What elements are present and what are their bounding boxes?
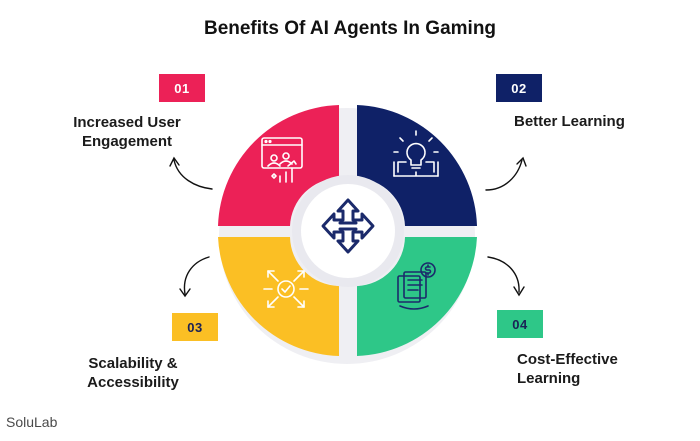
label-line: Learning [517,370,581,387]
arrow-04 [487,256,520,293]
badge-02: 02 [496,74,542,102]
four-way-arrows-icon [321,198,375,254]
arrow-04-head [513,286,525,297]
badge-01: 01 [159,74,205,102]
arrow-02-head [516,156,527,167]
label-scalability-accessibility: Scalability & Accessibility [68,354,198,392]
label-cost-effective-learning: Cost-Effective Learning [517,350,618,388]
badge-04: 04 [497,310,543,338]
page-title: Benefits Of AI Agents In Gaming [203,18,497,39]
label-line: Increased User [73,114,181,131]
arrow-03 [183,256,210,295]
label-better-learning: Better Learning [514,112,625,131]
lightbulb-book-icon [393,130,439,177]
cost-book-dollar-icon [397,262,436,310]
label-line: Better Learning [514,113,625,130]
arrow-01 [173,159,213,190]
label-line: Accessibility [87,374,179,391]
arrow-03-head [179,288,191,298]
arrow-01-head [169,156,180,167]
brand-logo-text: SoluLab [6,414,58,430]
label-line: Engagement [81,133,172,150]
label-line: Scalability & [88,355,178,372]
badge-03: 03 [172,313,218,341]
label-line: Cost-Effective [517,351,618,368]
user-engagement-dashboard-icon [261,137,303,183]
arrow-02 [485,159,523,191]
center-hub [301,184,395,278]
connector-arrows [169,156,527,298]
quadrant-04 [357,237,477,356]
expand-arrows-check-icon [263,270,309,308]
label-increased-user-engagement: Increased User Engagement [62,113,192,151]
